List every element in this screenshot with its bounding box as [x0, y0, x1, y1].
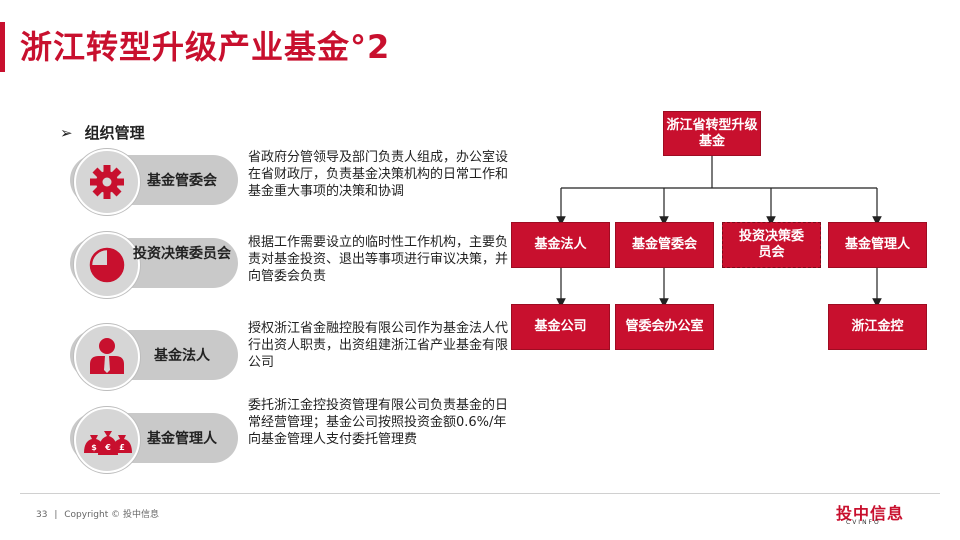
- role-label: 投资决策委员会: [133, 246, 231, 262]
- org-node-management-committee: 基金管委会: [615, 222, 714, 268]
- footer-copyright: 33 | Copyright © 投中信息: [36, 510, 159, 520]
- org-node-zhejiang-finance-holding: 浙江金控: [828, 304, 927, 350]
- copyright-text: Copyright © 投中信息: [64, 510, 159, 520]
- role-label: 基金管理人: [147, 431, 217, 447]
- brand-logo: 投中信息: [836, 504, 905, 523]
- person-icon: [74, 324, 140, 390]
- role-description: 委托浙江金控投资管理有限公司负责基金的日常经营管理；基金公司按照投资金额0.6%…: [248, 398, 509, 447]
- money-bags-icon: $ € £: [74, 407, 140, 473]
- section-label: 组织管理: [84, 124, 145, 142]
- org-node-fund-legal-person: 基金法人: [511, 222, 610, 268]
- org-node-committee-office: 管委会办公室: [615, 304, 714, 350]
- svg-text:€: €: [104, 443, 111, 452]
- org-node-root: 浙江省转型升级基金: [663, 111, 761, 156]
- page-title: 浙江转型升级产业基金°2: [20, 28, 391, 66]
- org-node-fund-manager: 基金管理人: [828, 222, 927, 268]
- pie-chart-icon: [74, 232, 140, 298]
- title-accent-bar: [0, 22, 5, 72]
- role-description: 根据工作需要设立的临时性工作机构，主要负责对基金投资、退出等事项进行审议决策，并…: [248, 235, 509, 284]
- role-label: 基金法人: [154, 348, 210, 364]
- page-number: 33: [36, 510, 48, 520]
- bullet-arrow-icon: ➢: [60, 124, 73, 142]
- role-label: 基金管委会: [147, 173, 217, 189]
- role-description: 授权浙江省金融控股有限公司作为基金法人代行出资人职责，出资组建浙江省产业基金有限…: [248, 321, 509, 370]
- org-node-investment-committee: 投资决策委员会: [722, 222, 821, 268]
- role-description: 省政府分管领导及部门负责人组成，办公室设在省财政厅，负责基金决策机构的日常工作和…: [248, 150, 509, 199]
- gear-icon: [74, 149, 140, 215]
- brand-logo-sub: CVINFO: [846, 519, 881, 526]
- org-node-fund-company: 基金公司: [511, 304, 610, 350]
- svg-text:$: $: [91, 443, 97, 452]
- section-heading: ➢ 组织管理: [60, 122, 145, 143]
- footer-divider: [20, 493, 940, 494]
- svg-text:£: £: [119, 443, 125, 452]
